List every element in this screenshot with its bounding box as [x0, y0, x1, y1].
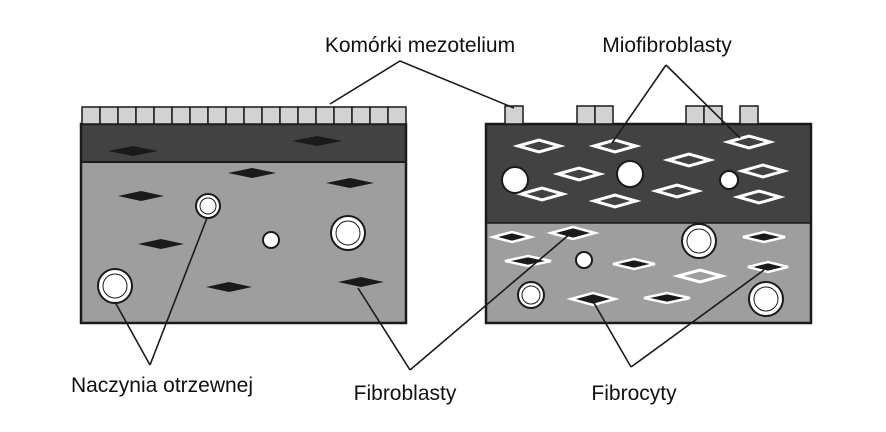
myofibroblast-cells: [512, 134, 790, 209]
myofibroblasts-leader-right: [665, 64, 741, 139]
leader-lines: [114, 60, 765, 371]
label-mesothelium: Komórki mezotelium: [325, 34, 515, 57]
normal-fibroblast-cells: [108, 136, 384, 292]
mesothelial-cell-row: [81, 106, 407, 125]
remaining-mesothelial-cells: [504, 105, 759, 125]
vessels-leader-left: [114, 301, 151, 366]
fibroblasts-leader-right: [409, 232, 572, 371]
normal-peritoneum-panel: [79, 106, 408, 325]
fibrocytes-leader-right: [630, 269, 765, 368]
fibrotic-peritoneum-panel: [484, 105, 813, 325]
myofibroblasts-leader-left: [611, 64, 667, 144]
vessels-leader-right: [149, 217, 208, 366]
label-fibrocytes: Fibrocyty: [591, 382, 677, 405]
transitioning-cells: [672, 268, 728, 284]
fibrotic-upper-vessels: [501, 160, 739, 194]
fibrocytes-leader-left: [593, 302, 632, 368]
label-fibroblasts: Fibroblasty: [354, 382, 457, 405]
label-myofibroblasts: Miofibroblasty: [602, 34, 732, 57]
label-peritoneal-vessels: Naczynia otrzewnej: [71, 374, 253, 397]
normal-basement-layer: [81, 124, 406, 162]
mesothelium-leader: [329, 60, 515, 109]
normal-peritoneal-vessels: [97, 193, 366, 304]
fibrotic-lower-vessels: [517, 223, 784, 317]
fibroblasts-leader-left: [357, 287, 411, 371]
